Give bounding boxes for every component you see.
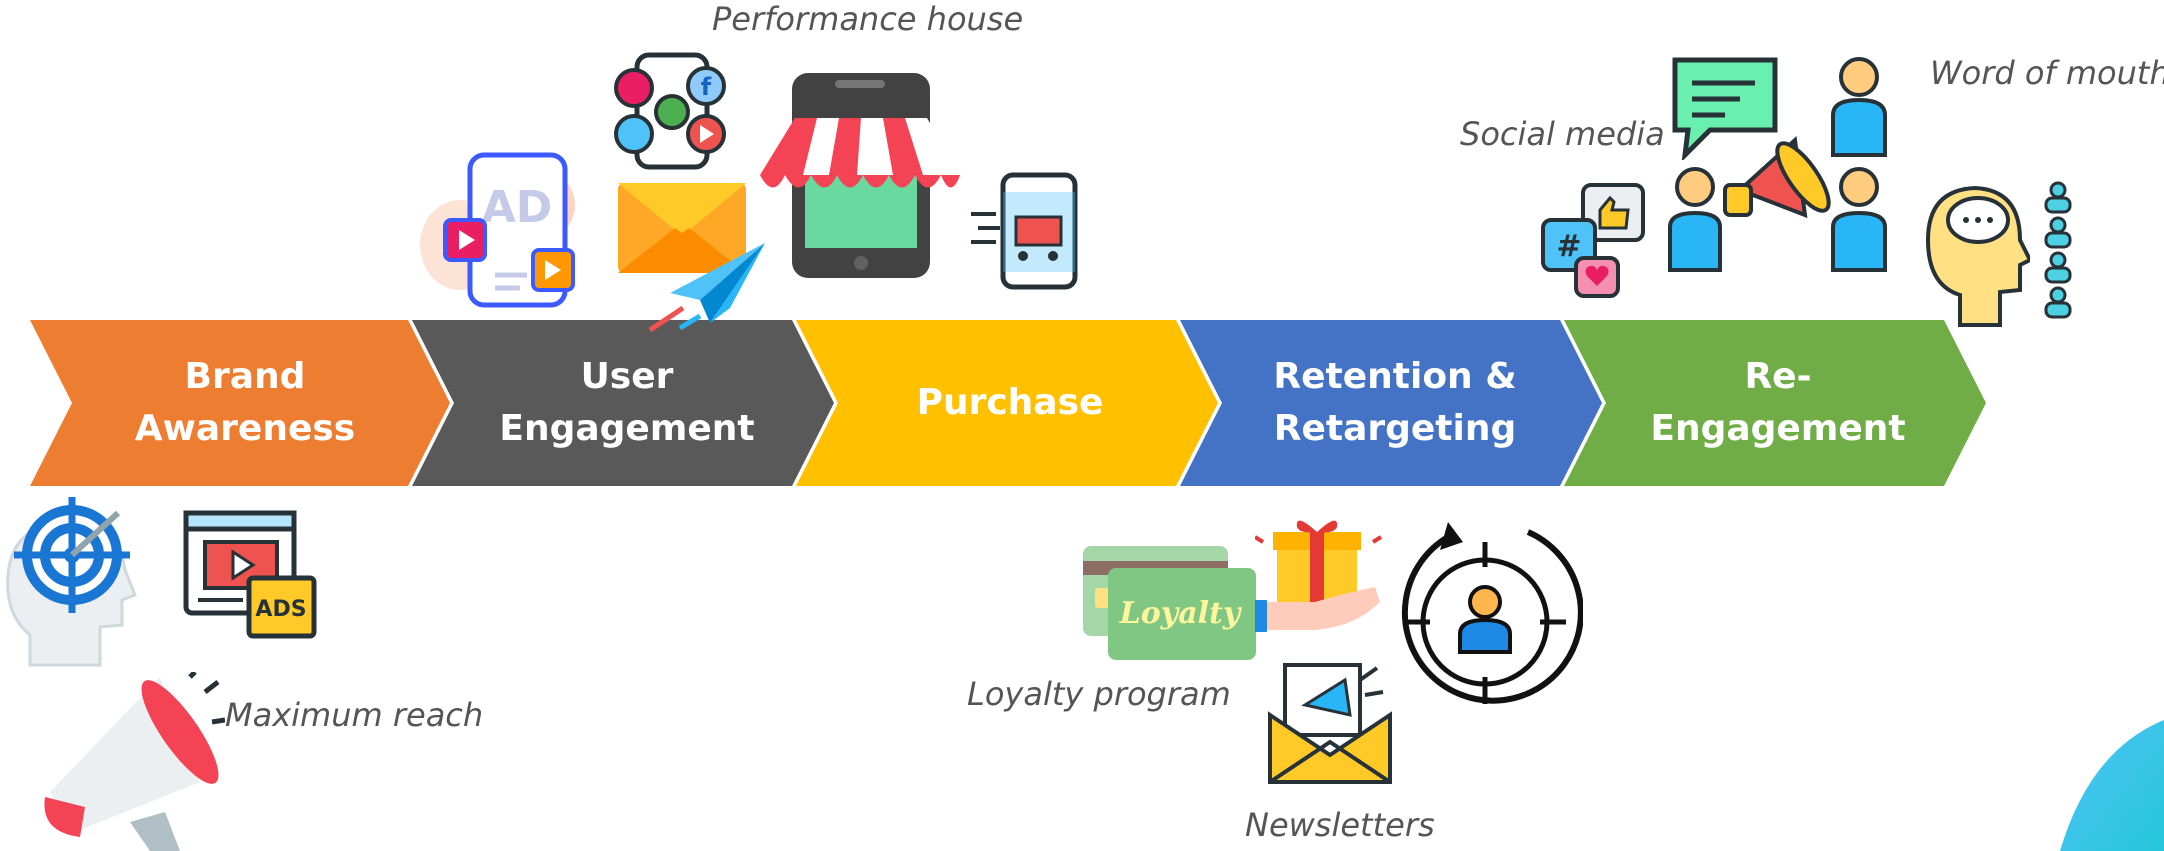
stage-label-retention: Retention & Retargeting — [1245, 318, 1545, 488]
storefront-tablet-icon — [760, 73, 960, 278]
megaphone-people-icon — [1668, 57, 1887, 272]
chevron-user-engagement — [412, 320, 834, 486]
social-phone-icon: f — [614, 52, 726, 170]
social-reactions-icon: # — [1541, 183, 1645, 298]
ad-phone-icon: AD — [420, 152, 575, 308]
chevron-purchase — [796, 320, 1218, 486]
caption-newsletters: Newsletters — [1245, 806, 1435, 844]
ads-text: ADS — [255, 597, 306, 622]
chevron-re-engagement — [1564, 320, 1986, 486]
caption-word-of-mouth: Word of mouth — [1930, 54, 2164, 92]
stage-text: User Engagement — [499, 356, 755, 449]
stage-text: Re- Engagement — [1650, 356, 1906, 449]
mobile-cart-icon — [971, 172, 1078, 290]
corner-decoration — [2060, 720, 2164, 851]
audience-icon — [2044, 181, 2072, 319]
target-head-icon — [6, 497, 137, 667]
svg-text:f: f — [701, 73, 712, 101]
loyalty-text: Loyalty — [1119, 596, 1243, 631]
paper-plane-icon — [648, 243, 765, 333]
hashtag-text: # — [1556, 229, 1581, 264]
customer-target-icon — [1401, 522, 1583, 704]
video-ads-icon: ADS — [183, 510, 317, 639]
caption-loyalty-program: Loyalty program — [967, 675, 1231, 713]
word-of-mouth-head-icon — [1925, 185, 2030, 327]
stage-label-re-engagement: Re- Engagement — [1628, 318, 1928, 488]
stage-label-brand-awareness: Brand Awareness — [95, 318, 395, 488]
chevron-brand-awareness — [30, 320, 450, 486]
gift-hand-icon — [1255, 520, 1383, 632]
stage-text: Purchase — [916, 382, 1104, 423]
stage-label-user-engagement: User Engagement — [477, 318, 777, 488]
loyalty-card-icon: Loyalty — [1083, 546, 1256, 660]
chevron-retention — [1180, 320, 1602, 486]
ad-text: AD — [482, 182, 553, 233]
stage-text: Retention & Retargeting — [1273, 356, 1517, 449]
stage-text: Brand Awareness — [134, 356, 356, 449]
newsletter-icon — [1268, 663, 1392, 784]
caption-social-media: Social media — [1460, 115, 1665, 153]
caption-performance-house: Performance house — [712, 0, 1024, 38]
caption-maximum-reach: Maximum reach — [225, 696, 484, 734]
chat-bubble-icon — [1672, 57, 1778, 160]
email-icon — [618, 183, 746, 273]
megaphone-icon — [44, 672, 225, 851]
stage-label-purchase: Purchase — [860, 318, 1160, 488]
